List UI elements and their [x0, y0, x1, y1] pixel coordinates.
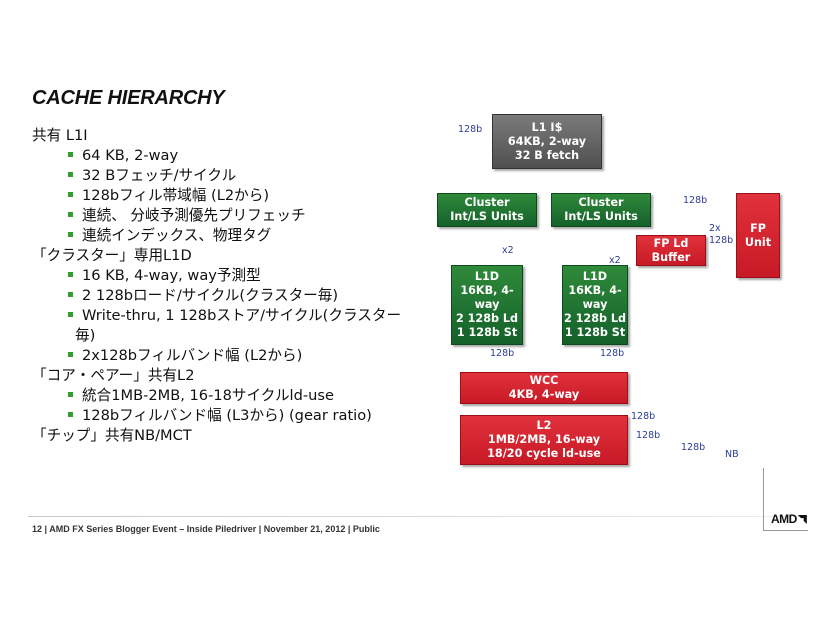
bullet-l1: 「クラスター」専用L1D	[32, 247, 192, 264]
l1d-left-bandwidth-label: 128b	[490, 348, 515, 359]
cluster-block-right: Cluster Int/LS Units	[551, 193, 651, 227]
l1d-block-right: L1D 16KB, 4- way 2 128b Ld 1 128b St	[562, 265, 628, 345]
l2-bandwidth-label-1: 128b	[631, 411, 656, 422]
l1d-right-multiplier-label: x2	[609, 255, 621, 266]
fp-multiplier-label: 2x	[709, 223, 721, 234]
l2-bandwidth-label-2: 128b	[636, 430, 661, 441]
bullet-l2: 128bフィル帯域幅 (L2から)	[32, 186, 404, 206]
nb-label: NB	[725, 449, 739, 460]
bullet-marker	[68, 192, 73, 197]
bullet-l2: Write-thru, 1 128bストア/サイクル(クラスター毎)	[32, 306, 404, 346]
slide-footer: 12 | AMD FX Series Blogger Event – Insid…	[32, 524, 380, 534]
bullet-l2: 16 KB, 4-way, way予測型	[32, 266, 404, 286]
l1i-bandwidth-label: 128b	[458, 124, 483, 135]
bullet-marker	[68, 352, 73, 357]
logo-frame	[763, 468, 808, 531]
amd-arrow-icon	[797, 515, 807, 524]
bullet-l2: 2 128bロード/サイクル(クラスター毎)	[32, 286, 404, 306]
bullet-marker	[68, 152, 73, 157]
bullet-l2: 連続インデックス、物理タグ	[32, 226, 404, 246]
wcc-block: WCC 4KB, 4-way	[460, 372, 628, 404]
cluster-block-left: Cluster Int/LS Units	[437, 193, 537, 227]
bullet-l2: 統合1MB-2MB, 16-18サイクルld-use	[32, 386, 404, 406]
bullet-marker	[68, 312, 73, 317]
l1d-left-multiplier-label: x2	[502, 245, 514, 256]
fp-side-bandwidth-label: 128b	[709, 235, 734, 246]
fp-top-bandwidth-label: 128b	[683, 195, 708, 206]
bullet-l2: 連続、 分岐予測優先プリフェッチ	[32, 206, 404, 226]
bullet-l2: 64 KB, 2-way	[32, 146, 404, 166]
l1i-cache-block: L1 I$ 64KB, 2-way 32 B fetch	[492, 114, 602, 169]
footer-divider	[28, 516, 808, 517]
bullet-marker	[68, 172, 73, 177]
bullet-marker	[68, 412, 73, 417]
bullet-l2: 128bフィルバンド幅 (L3から) (gear ratio)	[32, 406, 404, 426]
bullet-marker	[68, 292, 73, 297]
l1d-block-left: L1D 16KB, 4- way 2 128b Ld 1 128b St	[451, 265, 523, 345]
bullet-l1: 「コア・ペアー」共有L2	[32, 367, 195, 384]
fp-ld-buffer-block: FP Ld Buffer	[636, 235, 706, 266]
amd-logo: AMD	[771, 512, 807, 526]
bullet-marker	[68, 272, 73, 277]
bullet-list: 共有 L1I 64 KB, 2-way 32 Bフェッチ/サイクル 128bフィ…	[32, 126, 404, 446]
slide-title: CACHE HIERARCHY	[32, 87, 225, 109]
bullet-marker	[68, 212, 73, 217]
bullet-marker	[68, 392, 73, 397]
l2-block: L2 1MB/2MB, 16-way 18/20 cycle ld-use	[460, 415, 628, 465]
fp-unit-block: FP Unit	[736, 193, 780, 278]
bullet-l1: 「チップ」共有NB/MCT	[32, 427, 192, 444]
bullet-l2: 32 Bフェッチ/サイクル	[32, 166, 404, 186]
bullet-l1: 共有 L1I	[32, 127, 88, 144]
l1d-right-bandwidth-label: 128b	[600, 348, 625, 359]
l2-bandwidth-label-3: 128b	[681, 442, 706, 453]
bullet-marker	[68, 232, 73, 237]
bullet-l2: 2x128bフィルバンド幅 (L2から)	[32, 346, 404, 366]
